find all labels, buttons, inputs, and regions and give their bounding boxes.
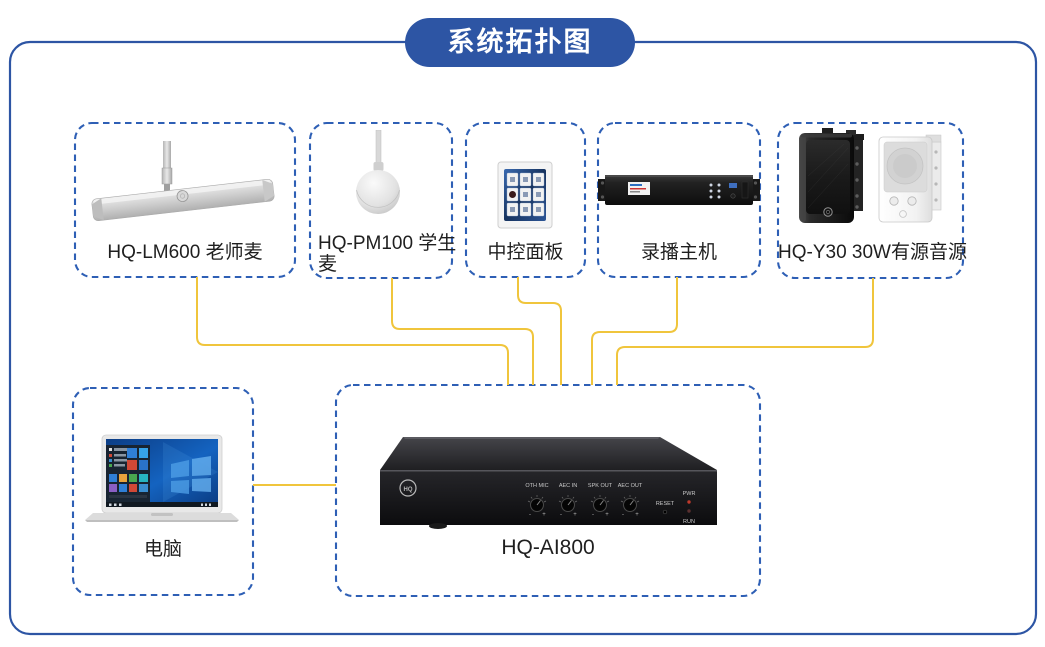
label-teacher-mic: HQ-LM600 老师麦 (107, 242, 263, 263)
knob-label-oth-mic: OTH MIC (525, 483, 548, 489)
svg-text:+: + (635, 512, 639, 518)
control-panel-image (497, 161, 553, 229)
node-box-computer (71, 386, 255, 597)
node-box-student-mic (308, 121, 454, 280)
connector-teacher-mic (196, 277, 509, 385)
diagram-title-text: 系统拓扑图 (447, 27, 593, 57)
knob-label-aec-in: AEC IN (559, 483, 577, 489)
label-control-panel: 中控面板 (487, 242, 564, 263)
reset-label: RESET (656, 501, 675, 507)
label-recorder: 录播主机 (640, 242, 717, 263)
label-speakers: HQ-Y30 30W有源音源 (778, 242, 967, 263)
label-computer: 电脑 (143, 539, 182, 560)
node-box-speakers (776, 121, 965, 280)
node-box-teacher-mic (73, 121, 297, 279)
connector-recorder (591, 277, 678, 385)
svg-text:-: - (529, 512, 531, 518)
svg-text:-: - (592, 512, 594, 518)
svg-text:-: - (622, 512, 624, 518)
computer-image (85, 434, 239, 522)
pwr-label: PWR (683, 491, 696, 497)
logo-mark: HQ (404, 487, 413, 493)
speakers-image (799, 128, 942, 223)
teacher-mic-image (91, 141, 275, 221)
recorder-image (598, 175, 760, 205)
knobs: - + - + - + - + (527, 495, 639, 518)
student-mic-image (356, 130, 400, 214)
connector-speakers (616, 278, 874, 385)
svg-text:+: + (573, 512, 577, 518)
run-label: RUN (683, 519, 695, 525)
main-unit-image: HQ OTH MIC AEC IN SPK OUT AEC OUT - + - + … (380, 437, 717, 529)
node-box-main-unit (334, 383, 762, 598)
diagram-title: 系统拓扑图 (405, 18, 635, 67)
node-box-control-panel (464, 121, 587, 279)
knob-label-spk-out: SPK OUT (588, 483, 613, 489)
svg-text:-: - (560, 512, 562, 518)
svg-text:+: + (605, 512, 609, 518)
knob-label-aec-out: AEC OUT (618, 483, 643, 489)
node-box-recorder (596, 121, 762, 279)
connector-control-panel (517, 277, 562, 385)
label-main-unit: HQ-AI800 (501, 536, 595, 559)
connector-student-mic (391, 278, 534, 385)
label-student-mic: HQ-PM100 学生麦 (318, 233, 457, 275)
svg-text:+: + (542, 512, 546, 518)
